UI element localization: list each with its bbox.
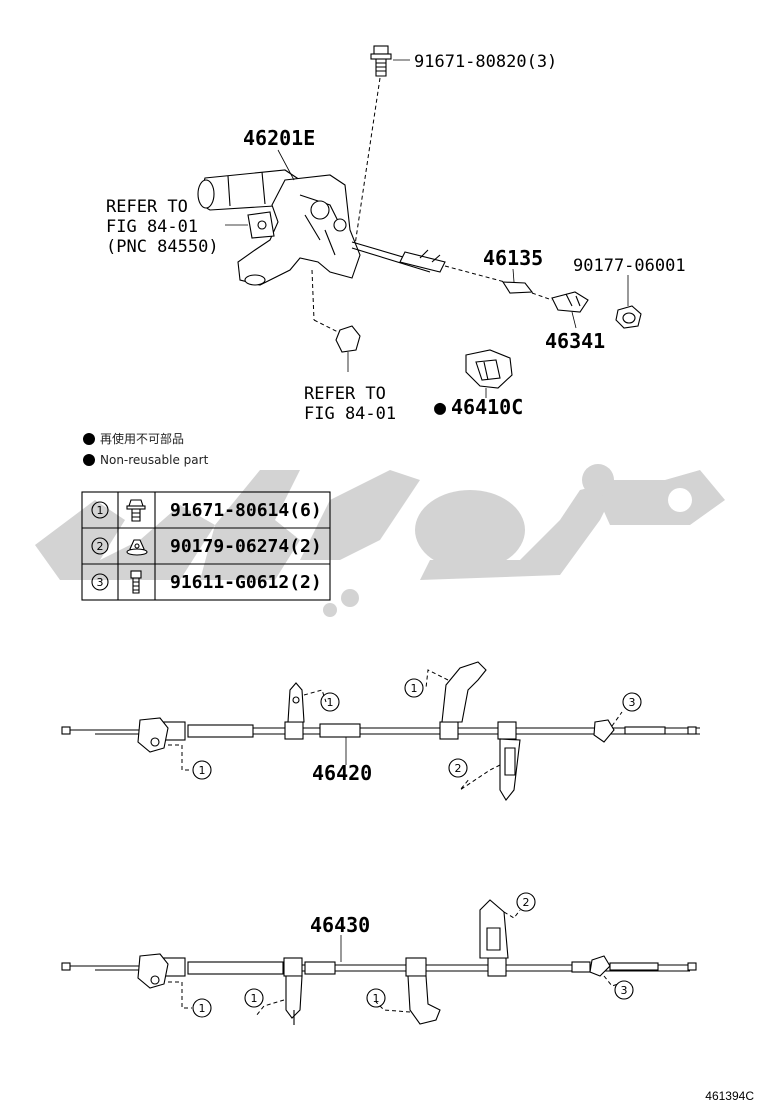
cable-46420-part-number: 46420	[312, 761, 372, 785]
diagram-id: 461394C	[705, 1089, 754, 1103]
callout-number: 1	[411, 682, 418, 695]
watermark-logo	[35, 464, 725, 617]
table-row-part-number: 91611-G0612(2)	[170, 572, 322, 593]
parking-brake-lever	[197, 169, 446, 286]
table-row-part-number: 91671-80614(6)	[170, 500, 322, 521]
nut-icon	[126, 539, 148, 556]
callout-circle	[320, 692, 340, 712]
nut	[615, 275, 642, 329]
callout-number: 1	[327, 696, 334, 709]
legend-bullet-icon	[83, 454, 95, 466]
table-row: 3 91611-G0612(2)	[91, 570, 322, 594]
bracket-46410c	[465, 349, 513, 398]
refer-bottom-line-1: REFER TO	[304, 384, 386, 404]
table-row-number: 3	[97, 576, 104, 589]
callout-circle	[366, 988, 386, 1008]
table-row-number: 1	[97, 504, 104, 517]
callout-circle	[614, 980, 634, 1000]
cable-end-part-number: 46135	[483, 246, 543, 270]
callout-circle	[244, 988, 264, 1008]
refer-line-3: (PNC 84550)	[106, 237, 219, 257]
refer-fig-pnc: REFER TO FIG 84-01 (PNC 84550)	[106, 197, 275, 257]
lever-leader	[277, 149, 295, 181]
callout-circle	[91, 537, 109, 555]
callout-number: 1	[199, 1002, 206, 1015]
cable-46420: 46420 1 1 1 2 3	[61, 661, 700, 801]
legend-item-ja: 再使用不可部品	[100, 431, 184, 446]
callout-circle	[91, 573, 109, 591]
legend-item-en: Non-reusable part	[100, 453, 209, 467]
callout-number: 1	[373, 992, 380, 1005]
callout-circle	[192, 998, 212, 1018]
callout-circle	[516, 892, 536, 912]
refer-bottom-line-2: FIG 84-01	[304, 404, 396, 424]
bolt-top-part-number: 91671-80820(3)	[414, 52, 557, 72]
refer-line-1: REFER TO	[106, 197, 188, 217]
retaining-clip	[531, 291, 589, 329]
refer-line-2: FIG 84-01	[106, 217, 198, 237]
nut-part-number: 90177-06001	[573, 256, 686, 276]
cable-end	[444, 265, 534, 294]
callout-number: 3	[621, 984, 628, 997]
cable-46430-part-number: 46430	[310, 913, 370, 937]
callout-circle	[192, 760, 212, 780]
callout-number: 1	[251, 992, 258, 1005]
table-row: 1 91671-80614(6)	[91, 499, 322, 522]
cable-46430: 46430 1 1 1 2 3	[61, 892, 697, 1025]
top-bolt	[351, 45, 410, 266]
callout-number: 1	[199, 764, 206, 777]
lower-bolt	[311, 269, 361, 372]
table-row-number: 2	[97, 540, 104, 553]
callout-number: 2	[455, 762, 462, 775]
bolt-flange-icon	[126, 499, 146, 522]
fastener-table: 1 91671-80614(6) 2 90179-06274(2) 3	[81, 491, 331, 601]
legend-bullet-icon	[83, 433, 95, 445]
callout-circle	[622, 692, 642, 712]
callout-number: 2	[523, 896, 530, 909]
callout-circle	[91, 501, 109, 519]
callout-number: 3	[629, 696, 636, 709]
table-row-part-number: 90179-06274(2)	[170, 536, 322, 557]
legend: 再使用不可部品 Non-reusable part	[83, 431, 209, 467]
callout-circle	[448, 758, 468, 778]
clip-part-number: 46341	[545, 329, 605, 353]
table-row: 2 90179-06274(2)	[91, 536, 322, 557]
callout-circle	[404, 678, 424, 698]
bracket-part-number: 46410C	[451, 395, 523, 419]
bracket-bullet: ●	[434, 395, 446, 419]
bolt-icon	[130, 570, 142, 594]
lever-part-number: 46201E	[243, 126, 315, 150]
